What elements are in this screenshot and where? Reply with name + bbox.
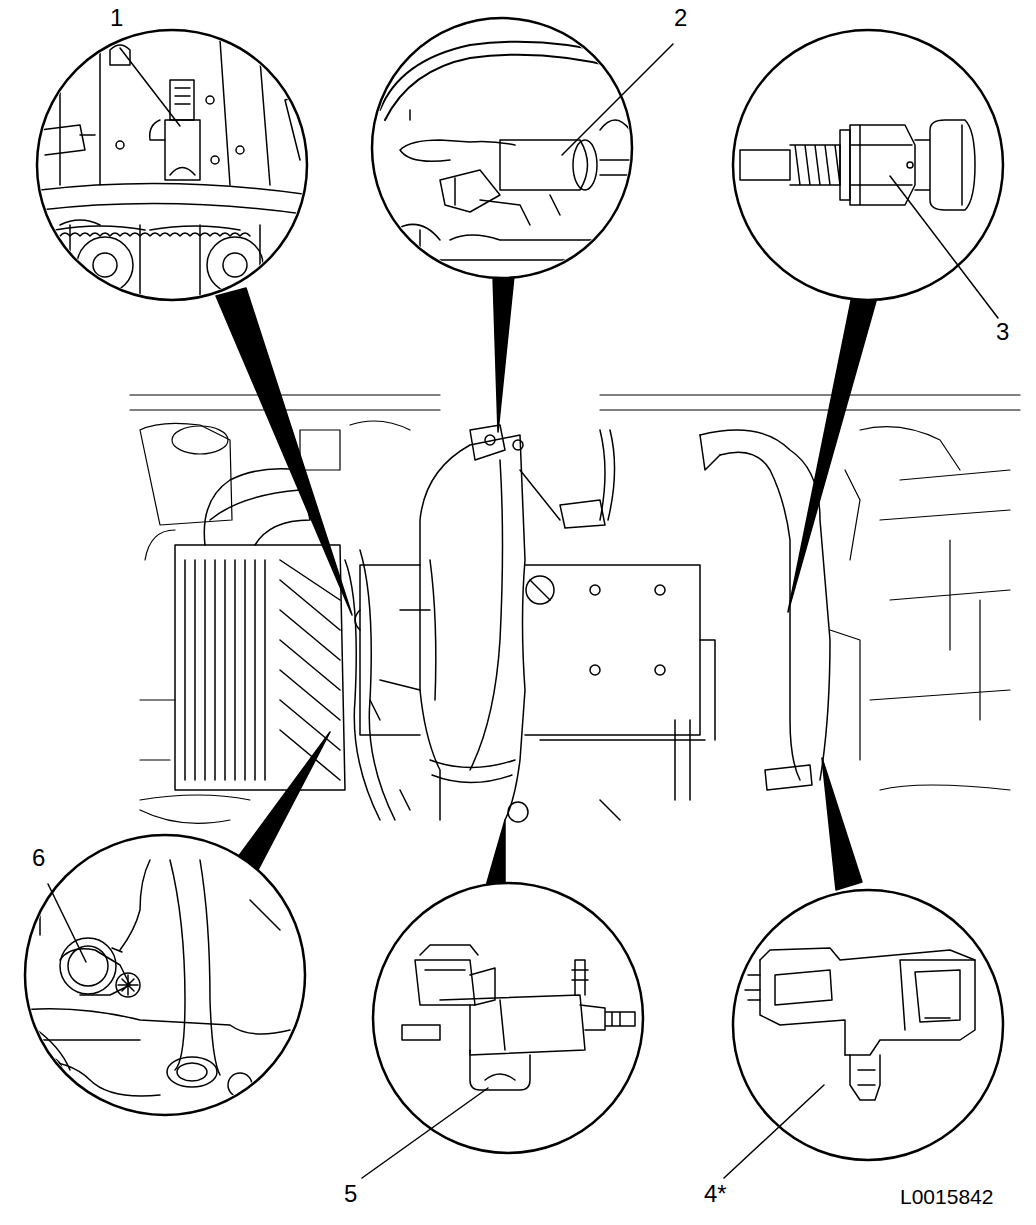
callout-wedges <box>216 276 878 890</box>
callout-number: 6 <box>32 846 45 870</box>
callout-number: 2 <box>674 6 687 30</box>
callout-number: 3 <box>996 320 1009 344</box>
detail-circle-2 <box>372 18 640 278</box>
intake-pipe <box>420 425 525 820</box>
detail-circle-1 <box>37 30 310 300</box>
detail-circle-4 <box>733 890 1003 1160</box>
valve-spot <box>508 802 528 822</box>
cam-cover <box>355 430 715 800</box>
detail-circle-3 <box>733 30 1003 300</box>
coolant-hose <box>700 430 830 790</box>
detail-circle-6 <box>20 835 305 1115</box>
air-filter-box <box>175 469 395 820</box>
detail-circle-5 <box>373 883 643 1153</box>
leader-lines <box>48 44 998 1178</box>
callout-number: 5 <box>344 1182 357 1206</box>
engine-detail <box>400 790 620 820</box>
engine-bay <box>130 395 1020 823</box>
drawing-code: L0015842 <box>900 1186 993 1207</box>
callout-number: 4* <box>704 1182 727 1206</box>
callout-number: 1 <box>110 6 123 30</box>
